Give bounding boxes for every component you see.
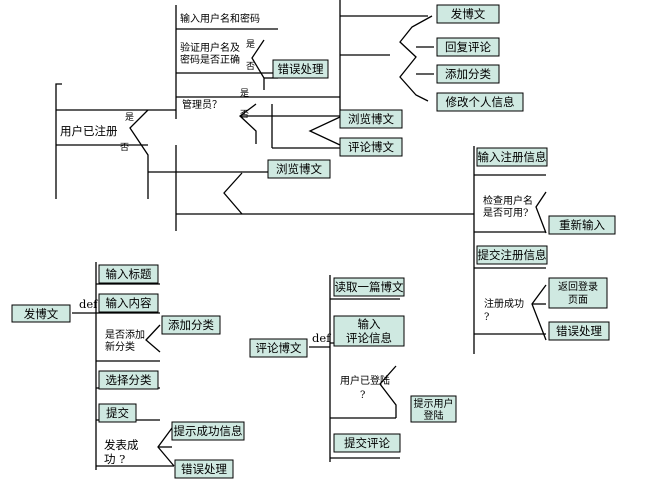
root-bracket — [55, 83, 62, 199]
post-submit-node: 提交 — [98, 403, 137, 423]
post-error-label: 错误处理 — [181, 462, 227, 476]
verify-label-line1: 验证用户名及 — [180, 41, 240, 54]
submit-register-label: 提交注册信息 — [478, 248, 547, 262]
comment-logged-in-line1: 用户已登陆 — [340, 374, 390, 387]
back-login-node: 返回登录 页面 — [548, 277, 608, 309]
post-error-node: 错误处理 — [174, 459, 234, 479]
register-ok-line2: ? — [484, 312, 489, 323]
post-root-label: 发博文 — [24, 307, 59, 321]
user-notch — [308, 116, 341, 146]
post-success-q-line2: 功 ? — [104, 452, 125, 466]
input-credentials-label: 输入用户名和密码 — [180, 12, 260, 25]
root-no-label: 否 — [120, 142, 129, 153]
admin-zigzag — [399, 15, 433, 102]
user-browse-node: 浏览博文 — [339, 109, 403, 129]
post-add-cat-q-line1: 是否添加 — [105, 328, 145, 341]
comment-login-notch — [379, 365, 397, 418]
back-login-line1: 返回登录 — [558, 280, 598, 293]
comment-logged-in-line2: ? — [360, 390, 365, 401]
verify-label-line2: 密码是否正确 — [180, 53, 240, 66]
unregistered-browse-node: 浏览博文 — [267, 159, 331, 179]
admin-edit-profile-node: 修改个人信息 — [436, 92, 524, 112]
login-tree: 用户已注册 是 否 — [55, 0, 547, 354]
admin-add-category-node: 添加分类 — [436, 64, 500, 84]
comment-input-line1: 输入 — [358, 317, 381, 331]
post-input-content-node: 输入内容 — [98, 293, 159, 313]
user-comment-label: 评论博文 — [348, 140, 394, 154]
submit-register-node: 提交注册信息 — [476, 245, 548, 265]
reenter-node: 重新输入 — [548, 215, 616, 235]
post-select-category-label: 选择分类 — [106, 373, 152, 387]
admin-question-label: 管理员？ — [182, 98, 222, 111]
verify-notch — [251, 39, 265, 90]
post-success-msg-label: 提示成功信息 — [174, 424, 243, 438]
post-def-label: def — [79, 297, 98, 311]
post-add-cat-q-line2: 新分类 — [105, 340, 135, 353]
comment-prompt-line2: 登陆 — [424, 409, 444, 422]
register-error-node: 错误处理 — [548, 321, 610, 341]
register-ok-notch — [531, 284, 547, 341]
post-root-node: 发博文 — [11, 304, 71, 323]
post-add-category-label: 添加分类 — [168, 318, 214, 332]
unregistered-browse-label: 浏览博文 — [276, 162, 322, 176]
post-success-q-line1: 发表成 — [104, 438, 139, 452]
admin-post-label: 发博文 — [451, 7, 486, 21]
post-input-content-label: 输入内容 — [106, 296, 152, 310]
comment-read-label: 读取一篇博文 — [335, 280, 404, 294]
reenter-label: 重新输入 — [559, 218, 605, 232]
register-input-node: 输入注册信息 — [476, 147, 548, 167]
post-success-msg-node: 提示成功信息 — [171, 421, 245, 441]
admin-reply-node: 回复评论 — [436, 37, 500, 57]
register-error-label: 错误处理 — [556, 324, 602, 338]
verify-error-node: 错误处理 — [272, 59, 329, 79]
verify-error-label: 错误处理 — [278, 62, 324, 76]
comment-def-label: def — [312, 331, 331, 345]
post-add-category-node: 添加分类 — [161, 315, 221, 335]
root-yes-label: 是 — [125, 112, 134, 123]
root-notch — [129, 109, 149, 199]
comment-prompt-line1: 提示用户 — [414, 397, 454, 410]
admin-yes-label: 是 — [240, 88, 249, 99]
comment-root-node: 评论博文 — [249, 338, 308, 358]
post-submit-label: 提交 — [106, 406, 129, 420]
verify-yes-label: 是 — [246, 39, 255, 50]
post-input-title-label: 输入标题 — [106, 267, 152, 281]
user-comment-node: 评论博文 — [339, 137, 403, 157]
comment-submit-label: 提交评论 — [344, 436, 390, 450]
check-username-line1: 检查用户名 — [483, 194, 533, 207]
register-input-label: 输入注册信息 — [478, 150, 547, 164]
check-notch — [535, 191, 547, 234]
comment-submit-node: 提交评论 — [333, 433, 401, 453]
admin-post-node: 发博文 — [436, 4, 500, 24]
verify-no-label: 否 — [246, 61, 255, 72]
comment-root-label: 评论博文 — [256, 341, 302, 355]
root-label: 用户已注册 — [60, 124, 118, 138]
admin-notch — [238, 103, 257, 144]
admin-add-category-label: 添加分类 — [445, 67, 491, 81]
back-login-line2: 页面 — [568, 294, 588, 306]
comment-input-node: 输入 评论信息 — [333, 315, 405, 347]
comment-prompt-login-node: 提示用户 登陆 — [410, 395, 457, 423]
admin-reply-label: 回复评论 — [445, 40, 491, 54]
comment-read-node: 读取一篇博文 — [333, 277, 405, 297]
post-input-title-node: 输入标题 — [98, 264, 159, 284]
user-browse-label: 浏览博文 — [348, 112, 394, 126]
check-username-line2: 是否可用? — [483, 207, 528, 219]
register-ok-line1: 注册成功 — [484, 297, 524, 310]
post-select-category-node: 选择分类 — [98, 370, 159, 390]
comment-input-line2: 评论信息 — [346, 331, 392, 345]
admin-no-label: 否 — [240, 109, 249, 120]
unregistered-notch — [223, 172, 243, 215]
post-add-cat-notch — [145, 324, 161, 353]
admin-edit-profile-label: 修改个人信息 — [446, 95, 515, 109]
